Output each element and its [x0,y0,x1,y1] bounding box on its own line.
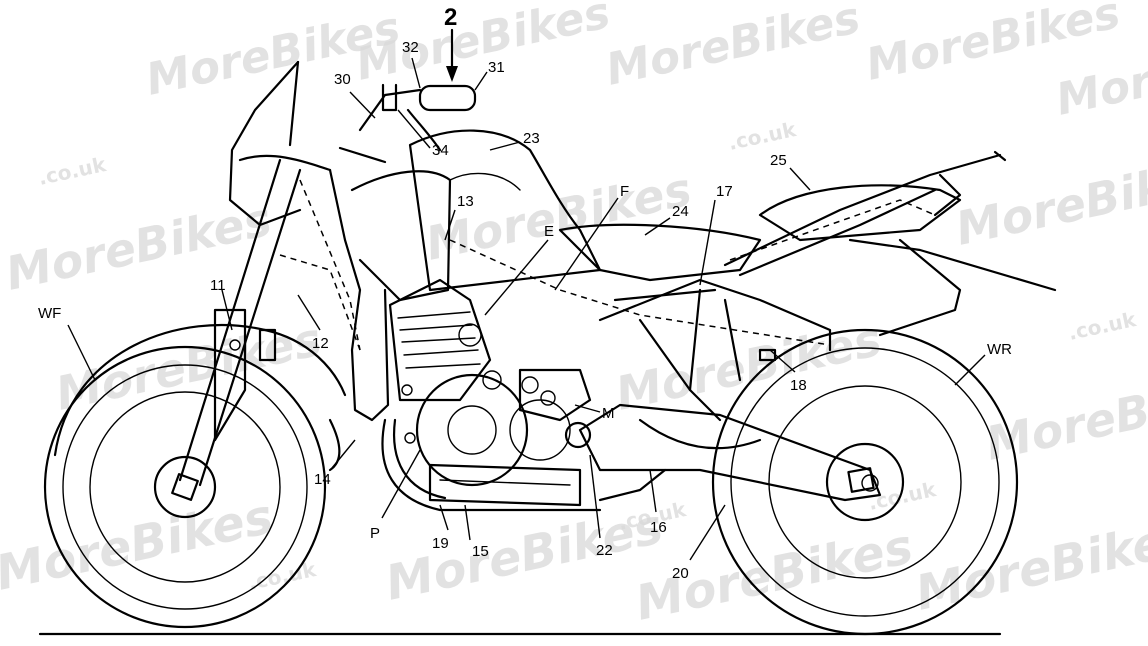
label-15: 15 [472,543,489,560]
label-F: F [620,183,629,200]
label-17: 17 [716,183,733,200]
watermark-text: MoreBikes [951,147,1148,256]
watermark-text: MoreBikes [0,488,278,601]
label-23: 23 [523,130,540,147]
label-30: 30 [334,71,351,88]
leader-lines [67,57,986,561]
label-WR: WR [987,341,1012,358]
rear-rack [723,150,1057,337]
label-25: 25 [770,152,787,169]
label-11: 11 [210,277,226,294]
label-13: 13 [457,193,474,210]
label-M: M [602,405,615,422]
label-view-arrow: 2 [444,4,457,31]
handlebar [338,83,477,164]
watermark-suffix: .co.uk [36,152,109,190]
label-20: 20 [672,565,689,582]
label-E: E [544,223,554,240]
seat [558,184,962,282]
label-22: 22 [596,542,613,559]
watermark-text: MoreBikes [602,0,865,96]
watermark-suffix: .co.uk [1066,307,1139,345]
frame [449,239,832,422]
watermark-suffix: .co.uk [726,117,799,155]
watermark-suffix: .co.uk [246,557,319,595]
watermark-text: MoreBikes [1,192,276,301]
front-fairing [228,60,452,422]
label-14: 14 [314,471,331,488]
watermark-layer: MoreBikes MoreBikes MoreBikes MoreBikes … [0,0,1148,632]
exhaust [381,418,667,512]
rear-wheel [711,328,1019,636]
label-32: 32 [402,39,419,56]
label-12: 12 [312,335,329,352]
label-31: 31 [488,59,505,76]
view-arrow [446,28,458,82]
watermark-text: MoreBikes [611,312,886,421]
fuel-tank [408,129,602,292]
part-labels: 2 32 31 30 34 23 25 13 17 F 24 E 11 WF 1… [38,4,1012,582]
watermark-text: MoreBikes [981,362,1148,471]
label-24: 24 [672,203,689,220]
watermark-text: MoreBikes [421,162,696,271]
label-WF: WF [38,305,61,322]
swingarm [578,403,882,502]
label-P: P [370,525,380,542]
label-16: 16 [650,519,667,536]
label-18: 18 [790,377,807,394]
engine [388,278,592,507]
watermark-text: MoreBikes [911,508,1148,621]
label-34: 34 [432,142,449,159]
label-19: 19 [432,535,449,552]
front-wheel [43,323,347,629]
